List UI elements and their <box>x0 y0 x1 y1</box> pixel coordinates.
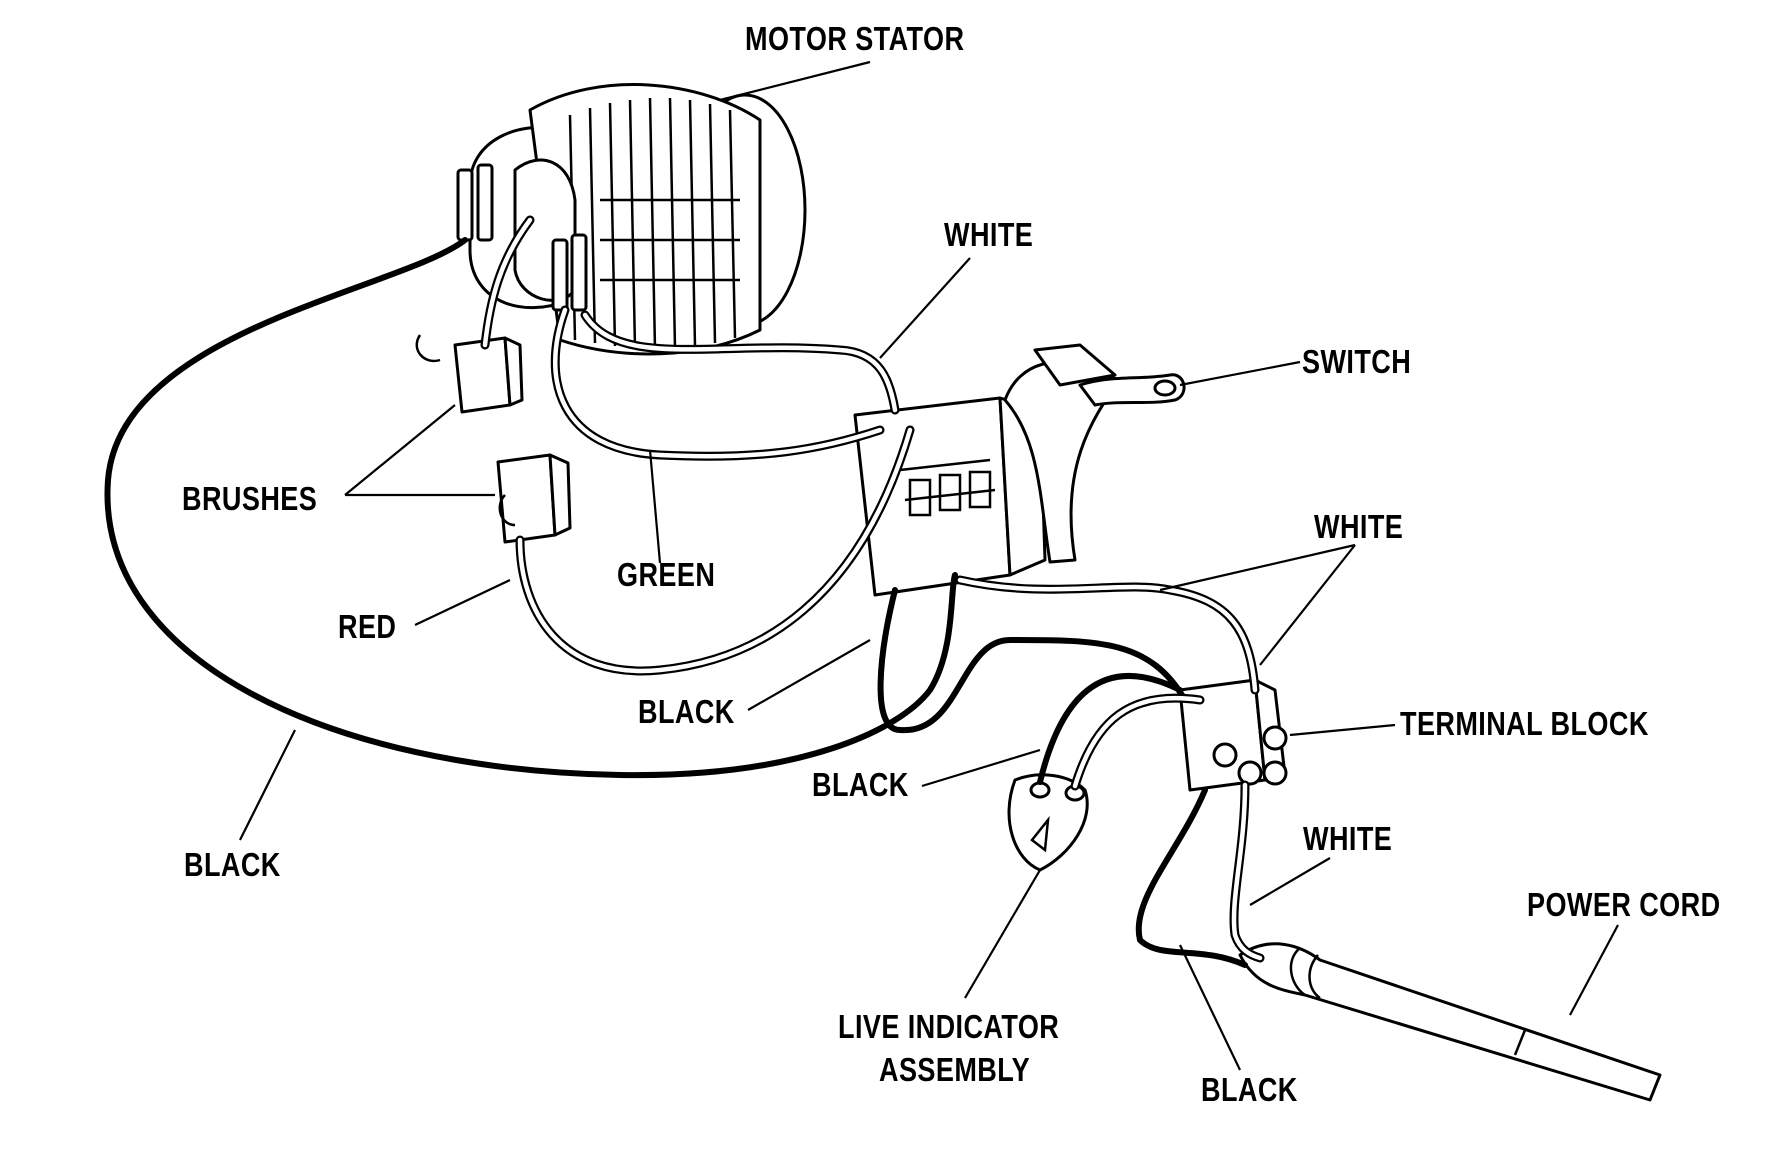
label-terminal-block: TERMINAL BLOCK <box>1400 705 1649 742</box>
motor-stator <box>456 83 807 356</box>
wires <box>104 215 1265 968</box>
label-black-mid: BLACK <box>638 693 735 730</box>
terminal-block <box>1178 678 1288 792</box>
label-black-bottom: BLACK <box>1201 1071 1298 1108</box>
brush-lower <box>496 453 572 544</box>
label-white-cord: WHITE <box>1303 820 1393 857</box>
power-cord <box>1238 942 1662 1102</box>
label-white-top: WHITE <box>944 216 1034 253</box>
label-live-indicator-line2: ASSEMBLY <box>879 1051 1031 1088</box>
label-motor-stator: MOTOR STATOR <box>745 20 965 57</box>
label-black-indicator: BLACK <box>812 766 909 803</box>
brush-upper <box>415 334 524 414</box>
label-switch: SWITCH <box>1302 343 1412 380</box>
label-green: GREEN <box>617 556 716 593</box>
live-indicator-assembly <box>1007 773 1089 872</box>
switch <box>853 343 1186 597</box>
label-white-mid: WHITE <box>1314 508 1404 545</box>
label-power-cord: POWER CORD <box>1527 886 1721 923</box>
label-live-indicator-line1: LIVE INDICATOR <box>838 1008 1060 1045</box>
leader-lines <box>239 60 1619 1071</box>
label-red: RED <box>338 608 397 645</box>
label-brushes: BRUSHES <box>182 480 318 517</box>
label-black-left: BLACK <box>184 846 281 883</box>
